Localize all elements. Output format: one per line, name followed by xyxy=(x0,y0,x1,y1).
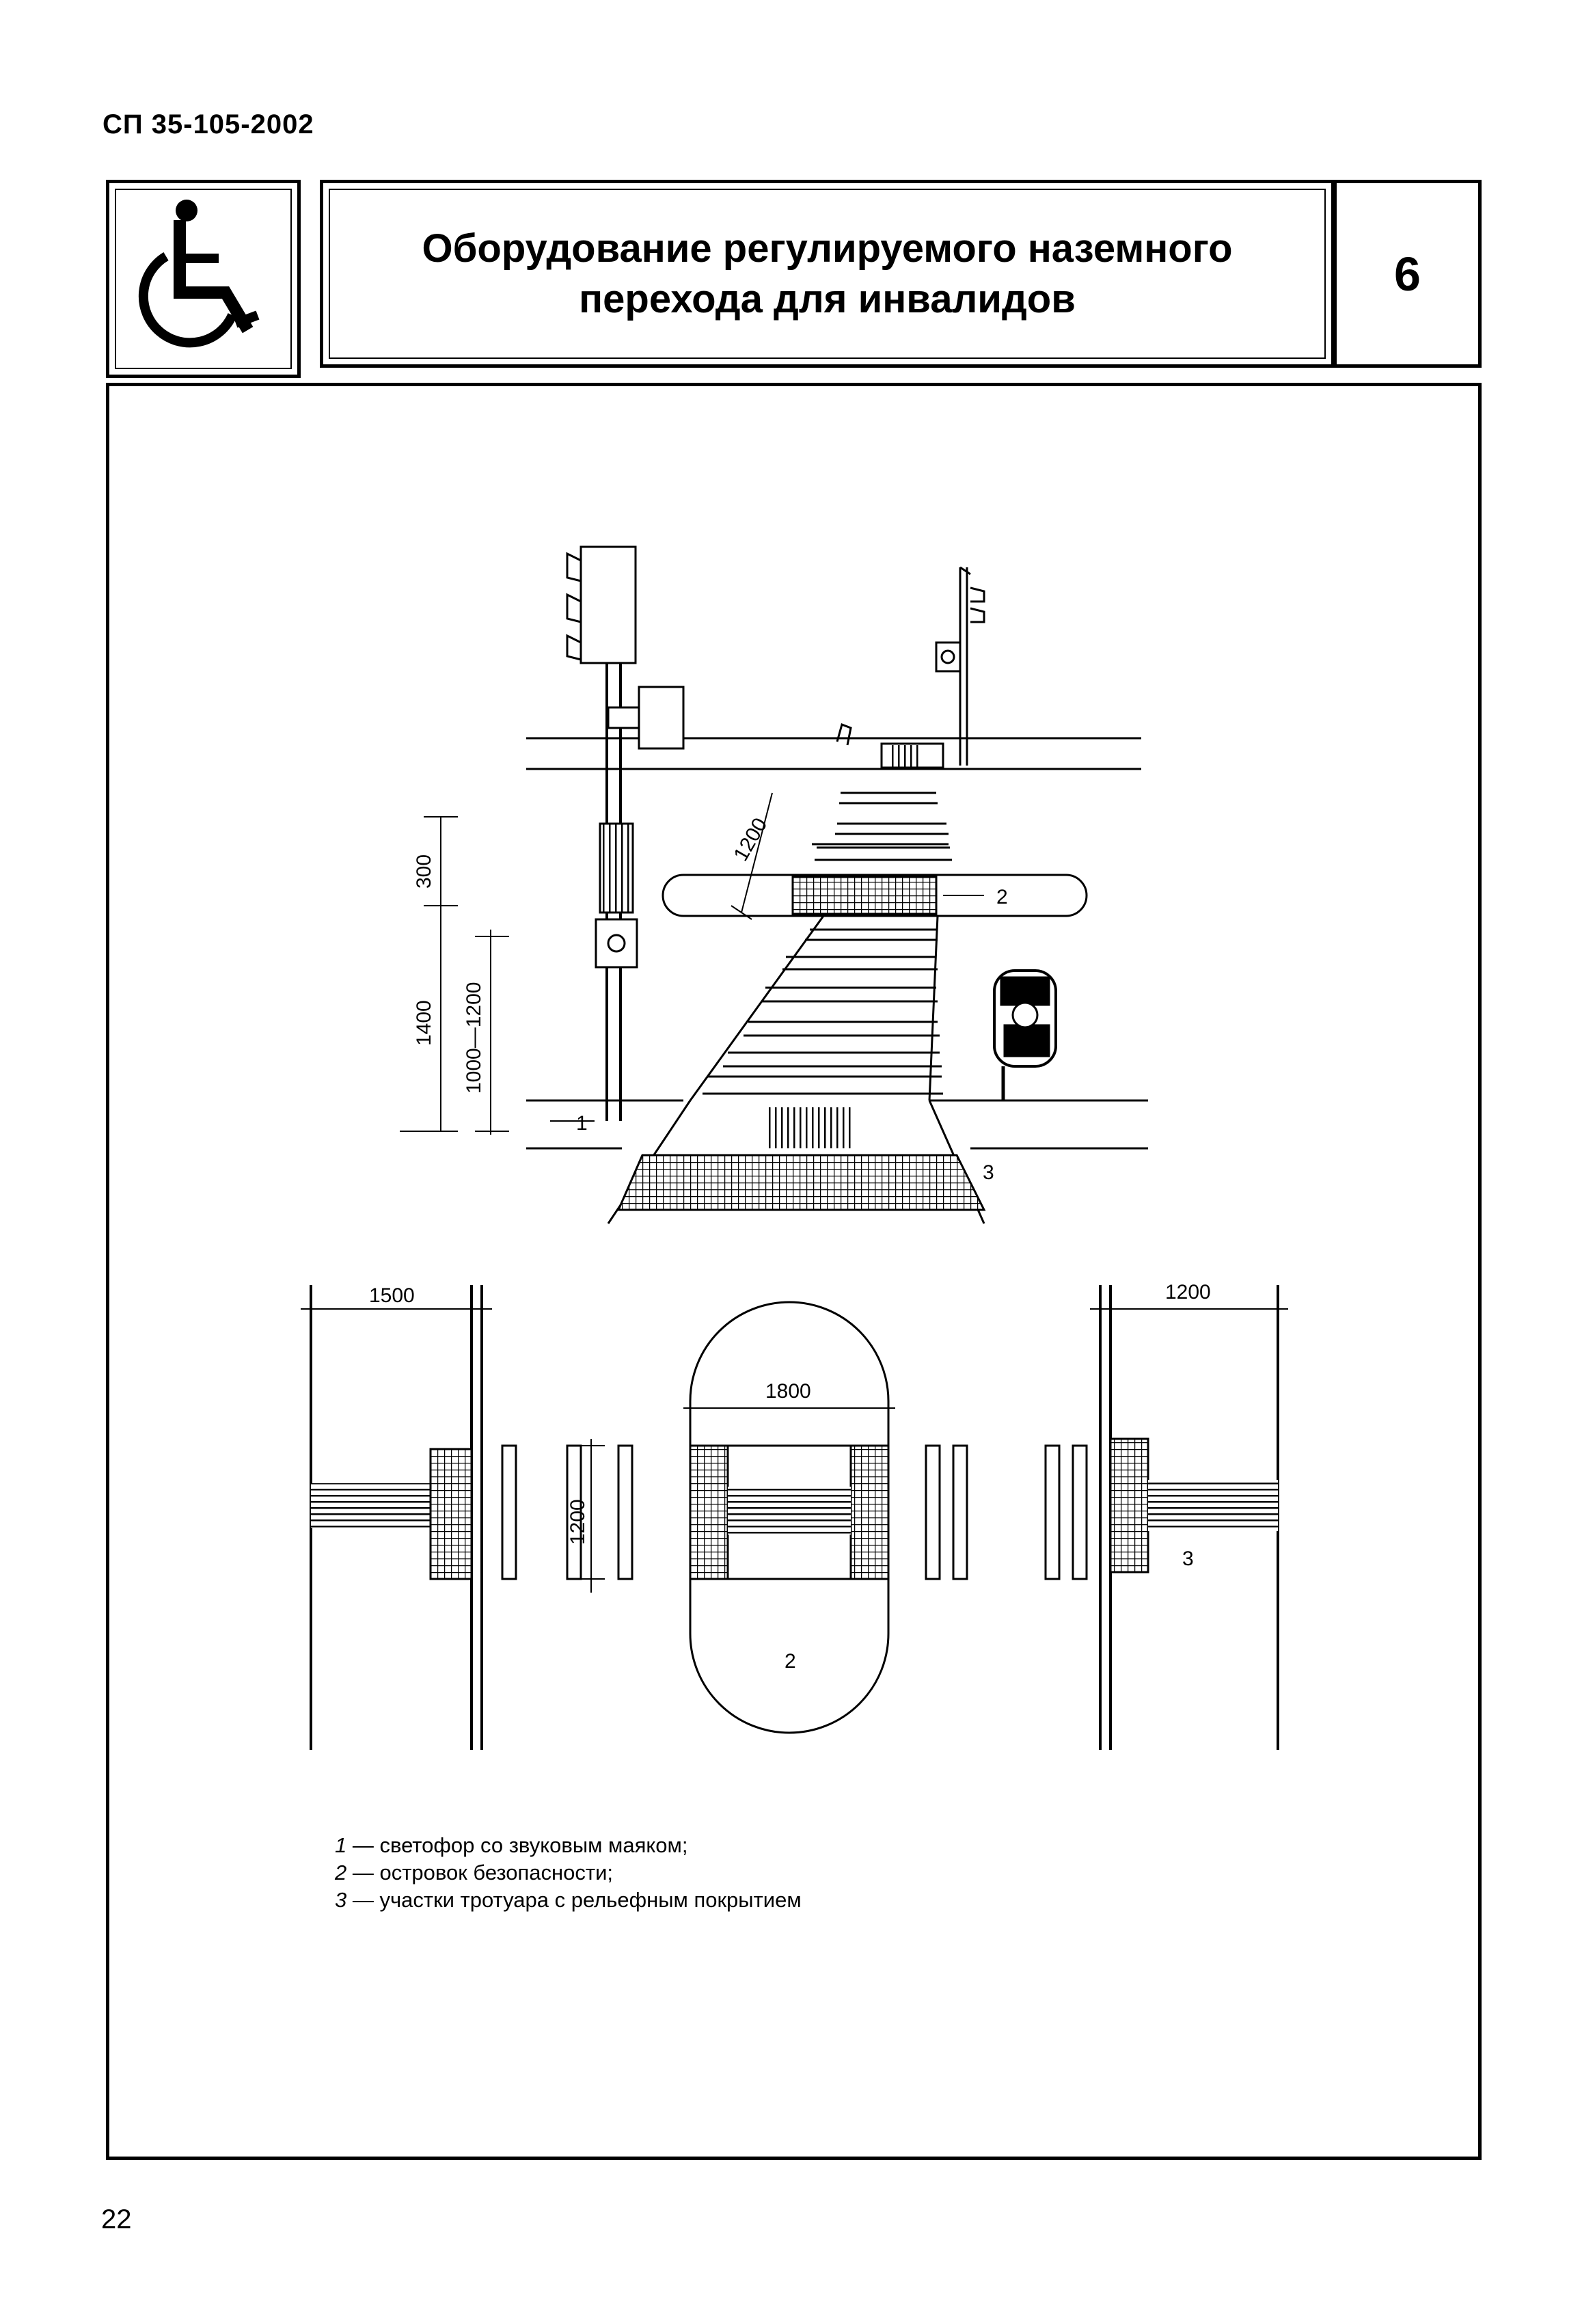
callout-3-plan: 3 xyxy=(1182,1548,1194,1570)
near-tactile-lines xyxy=(769,1107,851,1148)
legend-text: — участки тротуара с рельефным покрытием xyxy=(346,1888,802,1912)
legend-item-2: 2 — островок безопасности; xyxy=(335,1859,802,1887)
legend-item-3: 3 — участки тротуара с рельефным покрыти… xyxy=(335,1887,802,1914)
traffic-light-far xyxy=(836,566,985,766)
dim-1200-diagonal: 1200 xyxy=(729,814,772,865)
perspective-view xyxy=(400,545,1148,1224)
left-tactile-lines xyxy=(311,1483,431,1528)
right-tactile-grid xyxy=(1109,1437,1149,1573)
plan-view xyxy=(301,1285,1288,1750)
far-crossing-edge xyxy=(880,742,944,769)
accessibility-symbol-box xyxy=(106,180,301,378)
legend: 1 — светофор со звуковым маяком; 2 — ост… xyxy=(335,1832,802,1914)
call-button-box xyxy=(595,918,638,969)
dim-1200-plan: 1200 xyxy=(567,1499,589,1545)
island-tactile-left xyxy=(689,1444,729,1580)
far-tactile-strip xyxy=(892,745,919,767)
near-tactile-grid xyxy=(616,1154,986,1211)
header-title-box: Оборудование регулируемого наземного пер… xyxy=(320,180,1335,368)
bollard-sign xyxy=(993,969,1057,1100)
crossing-edge-left xyxy=(689,915,825,1101)
island-tactile-right xyxy=(849,1444,890,1580)
callout-2-perspective: 2 xyxy=(996,886,1008,908)
drawing-frame xyxy=(106,383,1482,2160)
island-tactile-lines xyxy=(728,1487,851,1535)
plan-dimension-lines xyxy=(301,1308,1288,1593)
accessibility-symbol-inner-frame xyxy=(115,189,292,369)
legend-text: — островок безопасности; xyxy=(346,1861,614,1884)
traffic-light-left xyxy=(566,545,685,1121)
dim-1400: 1400 xyxy=(413,1000,435,1046)
callout-2-plan: 2 xyxy=(785,1650,796,1673)
header-title-inner-frame xyxy=(329,189,1326,359)
dimension-lines xyxy=(400,792,773,1135)
wheelchair-icon xyxy=(138,200,260,348)
sheet-number: 6 xyxy=(1335,180,1482,368)
legend-number: 2 xyxy=(335,1861,347,1884)
legend-number: 1 xyxy=(335,1833,347,1857)
sound-beacon-box xyxy=(599,822,634,914)
dim-1500: 1500 xyxy=(369,1284,415,1307)
dim-1200-right: 1200 xyxy=(1165,1281,1211,1303)
dim-1000-1200: 1000—1200 xyxy=(463,982,485,1094)
dim-300: 300 xyxy=(413,854,435,889)
left-tactile-grid xyxy=(429,1448,473,1580)
island-tactile xyxy=(791,876,938,915)
callout-3-perspective: 3 xyxy=(983,1161,994,1184)
legend-number: 3 xyxy=(335,1888,347,1912)
legend-item-1: 1 — светофор со звуковым маяком; xyxy=(335,1832,802,1859)
callout-1-perspective: 1 xyxy=(576,1112,588,1135)
legend-text: — светофор со звуковым маяком; xyxy=(346,1833,688,1857)
crossing-edge-right xyxy=(928,915,939,1101)
page-number: 22 xyxy=(101,2204,132,2234)
dim-1800: 1800 xyxy=(765,1380,811,1403)
document-code: СП 35-105-2002 xyxy=(103,109,314,139)
page-title: Оборудование регулируемого наземного пер… xyxy=(422,226,1233,321)
right-tactile-lines xyxy=(1148,1480,1278,1531)
